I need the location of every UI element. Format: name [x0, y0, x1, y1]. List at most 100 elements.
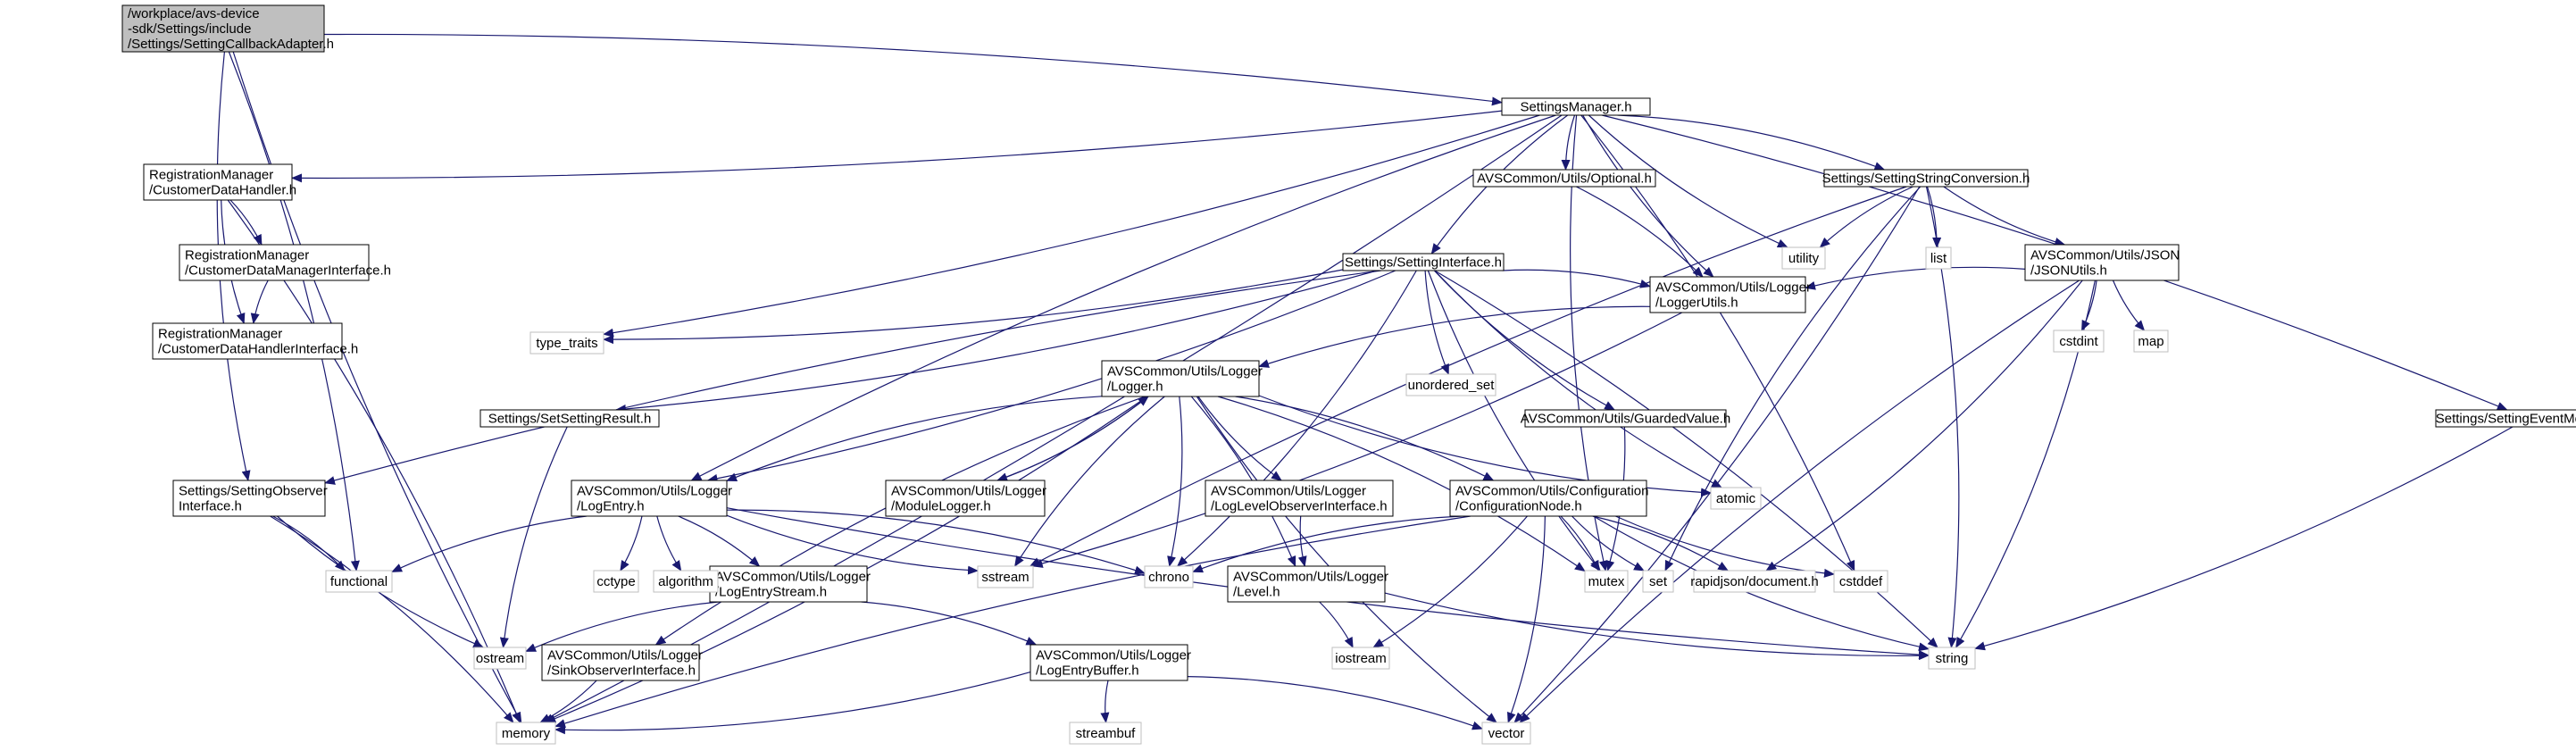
node-iostream: iostream: [1331, 647, 1390, 670]
node-label-set-0: set: [1649, 574, 1668, 589]
node-box-settingsmanager: [1501, 97, 1651, 116]
edge-logentry-to-cctype: [620, 515, 643, 572]
node-atomic: atomic: [1710, 487, 1762, 510]
node-label-modulelogger-1: /ModuleLogger.h: [891, 499, 991, 514]
node-box-logger: [1101, 360, 1260, 397]
edge-settinginterface-to-loggerutils: [1502, 269, 1651, 288]
node-loggerutils[interactable]: AVSCommon/Utils/Logger/LoggerUtils.h: [1649, 276, 1811, 313]
node-loglevelobs[interactable]: AVSCommon/Utils/Logger/LogLevelObserverI…: [1205, 480, 1394, 517]
edge-ssc-to-set: [1664, 186, 1922, 572]
node-box-type_traits: [529, 331, 604, 355]
node-label-sinkobs-0: AVSCommon/Utils/Logger: [547, 648, 703, 663]
nodes-layer: /workplace/avs-device-sdk/Settings/inclu…: [121, 4, 2576, 745]
node-label-logentrybuffer-0: AVSCommon/Utils/Logger: [1036, 648, 1191, 663]
edge-settinginterface-to-type_traits: [603, 269, 1344, 345]
edge-regcdmi-to-regcdhi: [250, 280, 269, 324]
node-box-level: [1227, 565, 1386, 603]
node-label-utility-0: utility: [1788, 251, 1820, 266]
node-label-loglevelobs-1: /LogLevelObserverInterface.h: [1211, 499, 1388, 514]
edge-jsonutils-to-map: [2112, 280, 2146, 331]
node-logger[interactable]: AVSCommon/Utils/Logger/Logger.h: [1101, 360, 1263, 397]
node-level[interactable]: AVSCommon/Utils/Logger/Level.h: [1227, 565, 1388, 603]
node-label-unordered_set-0: unordered_set: [1408, 378, 1496, 393]
node-label-logentrystream-1: /LogEntryStream.h: [715, 585, 827, 600]
edge-settinginterface-to-mutex: [1427, 270, 1601, 572]
node-root[interactable]: /workplace/avs-device-sdk/Settings/inclu…: [121, 4, 334, 53]
node-box-rapidjson: [1693, 570, 1816, 593]
node-label-confignode-1: /ConfigurationNode.h: [1455, 499, 1582, 514]
edge-logentry-to-chrono: [726, 509, 1146, 575]
node-box-chrono: [1144, 565, 1194, 588]
edge-settingsmanager-to-regcdh: [291, 110, 1503, 183]
node-box-logentrybuffer: [1030, 644, 1188, 681]
node-label-rapidjson-0: rapidjson/document.h: [1690, 574, 1818, 589]
node-box-sstream: [977, 565, 1034, 588]
edge-confignode-to-iostream: [1372, 515, 1528, 648]
node-label-logentrybuffer-1: /LogEntryBuffer.h: [1036, 663, 1139, 679]
node-box-loggerutils: [1649, 276, 1806, 313]
edge-settingobserver-to-memory: [270, 515, 514, 723]
edge-sinkobs-to-memory: [539, 680, 597, 723]
node-box-eventmeta: [2435, 409, 2576, 428]
edge-setsettingresult-to-ostream: [499, 426, 568, 648]
node-logentry[interactable]: AVSCommon/Utils/Logger/LogEntry.h: [571, 480, 732, 517]
node-optional[interactable]: AVSCommon/Utils/Optional.h: [1472, 169, 1656, 188]
edge-logentry-to-logentrystream: [678, 515, 761, 567]
edge-logentrybuffer-to-vector: [1187, 676, 1483, 730]
node-box-list: [1925, 246, 1952, 270]
edge-root-to-memory: [232, 51, 522, 723]
node-label-settingobserver-1: Interface.h: [179, 499, 242, 514]
edge-confignode-to-set: [1571, 515, 1645, 572]
edge-logger-to-modulelogger: [996, 396, 1149, 481]
edge-logentry-to-sstream: [726, 514, 979, 575]
node-ssc[interactable]: Settings/SettingStringConversion.h: [1822, 169, 2030, 188]
node-box-vector: [1481, 722, 1531, 745]
node-settingsmanager[interactable]: SettingsManager.h: [1501, 97, 1651, 116]
node-label-logentry-0: AVSCommon/Utils/Logger: [577, 484, 732, 499]
edge-logger-to-logentry: [726, 396, 1103, 481]
node-jsonutils[interactable]: AVSCommon/Utils/JSON/JSONUtils.h: [2024, 244, 2180, 281]
node-box-regcdmi: [179, 244, 370, 281]
edge-root-to-settingsmanager: [323, 33, 1503, 106]
edge-confignode-to-vector: [1507, 515, 1546, 723]
node-algorithm: algorithm: [653, 570, 719, 593]
node-setsettingresult[interactable]: Settings/SetSettingResult.h: [479, 409, 660, 428]
node-box-settinginterface: [1342, 253, 1505, 271]
edge-logentrybuffer-to-streambuf: [1100, 680, 1110, 723]
node-label-ssc-0: Settings/SettingStringConversion.h: [1822, 171, 2030, 187]
node-box-regcdhi: [152, 322, 343, 360]
node-regcdhi[interactable]: RegistrationManager/CustomerDataHandlerI…: [152, 322, 358, 360]
node-box-streambuf: [1069, 722, 1142, 745]
edge-confignode-to-cstddef: [1615, 515, 1835, 578]
edge-loglevelobs-to-level: [1297, 515, 1307, 567]
node-box-optional: [1472, 169, 1656, 188]
node-logentrybuffer[interactable]: AVSCommon/Utils/Logger/LogEntryBuffer.h: [1030, 644, 1191, 681]
node-box-regcdh: [143, 163, 293, 201]
node-modulelogger[interactable]: AVSCommon/Utils/Logger/ModuleLogger.h: [885, 480, 1046, 517]
node-eventmeta[interactable]: Settings/SettingEventMetadata.h: [2435, 409, 2576, 428]
node-logentrystream[interactable]: AVSCommon/Utils/Logger/LogEntryStream.h: [709, 565, 871, 603]
node-memory: memory: [496, 722, 556, 745]
node-settinginterface[interactable]: Settings/SettingInterface.h: [1342, 253, 1505, 271]
node-regcdh[interactable]: RegistrationManager/CustomerDataHandler.…: [143, 163, 296, 201]
node-box-settingobserver: [172, 480, 326, 517]
node-box-jsonutils: [2024, 244, 2180, 281]
node-confignode[interactable]: AVSCommon/Utils/Configuration/Configurat…: [1449, 480, 1648, 517]
node-rapidjson: rapidjson/document.h: [1690, 570, 1819, 593]
node-label-jsonutils-0: AVSCommon/Utils/JSON: [2030, 248, 2180, 263]
edge-confignode-to-rapidjson: [1592, 515, 1730, 572]
edge-settingsmanager-to-loggerutils: [1582, 114, 1714, 278]
edge-ssc-to-sstream: [1029, 186, 1907, 567]
node-label-string-0: string: [1936, 651, 1969, 666]
node-sinkobs[interactable]: AVSCommon/Utils/Logger/SinkObserverInter…: [541, 644, 703, 681]
node-label-logger-1: /Logger.h: [1107, 380, 1163, 395]
edge-confignode-to-chrono: [1192, 515, 1463, 573]
node-label-atomic-0: atomic: [1716, 491, 1756, 506]
node-regcdmi[interactable]: RegistrationManager/CustomerDataManagerI…: [179, 244, 391, 281]
node-label-modulelogger-0: AVSCommon/Utils/Logger: [891, 484, 1046, 499]
node-guarded[interactable]: AVSCommon/Utils/GuardedValue.h: [1521, 409, 1730, 428]
node-utility: utility: [1781, 246, 1826, 270]
edge-logger-to-confignode: [1235, 396, 1495, 481]
